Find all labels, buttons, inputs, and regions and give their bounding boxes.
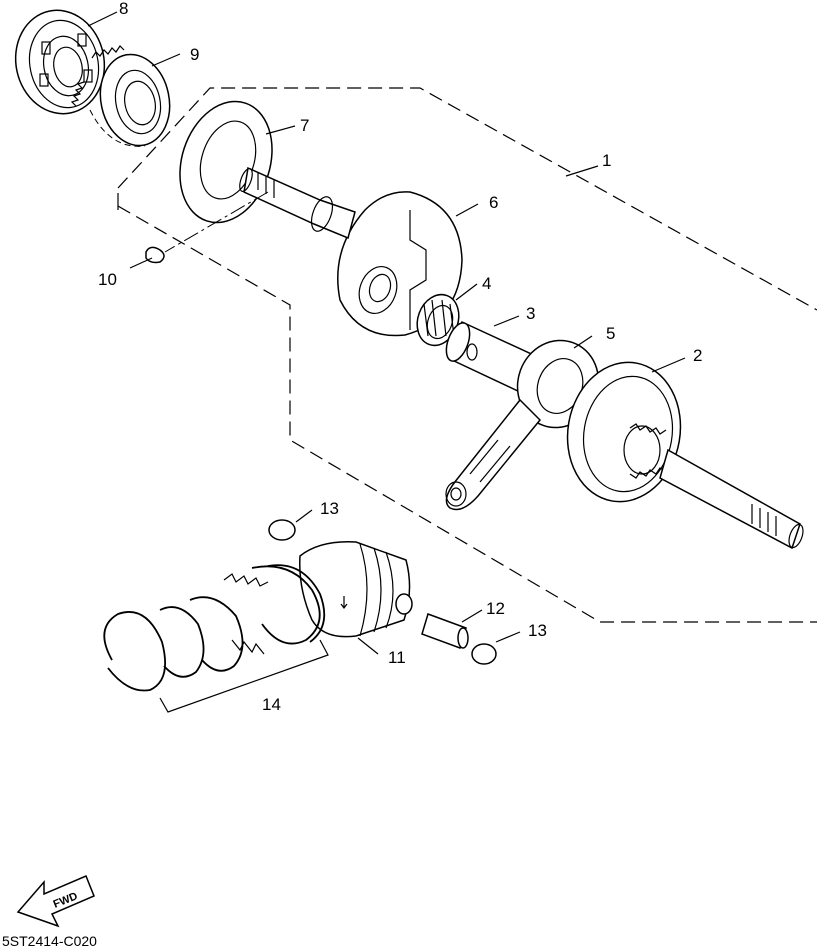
callout-7: 7	[300, 116, 309, 135]
crankshaft-assembly-boundary	[117, 87, 817, 623]
callout-6: 6	[489, 193, 498, 212]
callout-3: 3	[526, 304, 535, 323]
callout-12: 12	[486, 599, 505, 618]
bearing-part-8	[14, 9, 106, 115]
key-part-10	[145, 246, 165, 264]
gear-bearing-part-9	[70, 45, 171, 147]
callout-10: 10	[98, 270, 117, 289]
callout-11: 11	[388, 648, 406, 667]
centre-line	[164, 191, 269, 253]
washer-part-7	[179, 100, 273, 224]
callout-1: 1	[602, 151, 611, 170]
circlip-part-13-upper	[268, 519, 296, 541]
fwd-arrow-icon: FWD	[16, 875, 95, 928]
piston-part-11	[299, 541, 413, 638]
callout-13-upper: 13	[320, 499, 339, 518]
crank-web-part-2	[566, 361, 804, 550]
circlip-part-13-lower	[471, 643, 497, 665]
callout-14: 14	[262, 695, 281, 714]
crankshaft-left-journal	[239, 166, 356, 240]
diagram-code: 5ST2414-C020	[2, 933, 97, 949]
piston-ring-set-part-14	[103, 564, 326, 692]
callout-numbers: 8 9 7 1 6 10 4 3 5 2 13 12 13 11 14	[98, 0, 702, 714]
callout-13-lower: 13	[528, 621, 547, 640]
piston-pin-part-12	[421, 613, 469, 649]
callout-8: 8	[119, 0, 128, 18]
needle-bearing-part-4	[416, 293, 460, 347]
callout-2: 2	[693, 346, 702, 365]
leader-lines	[87, 11, 686, 713]
callout-4: 4	[482, 274, 491, 293]
callout-9: 9	[190, 45, 199, 64]
callout-5: 5	[606, 324, 615, 343]
